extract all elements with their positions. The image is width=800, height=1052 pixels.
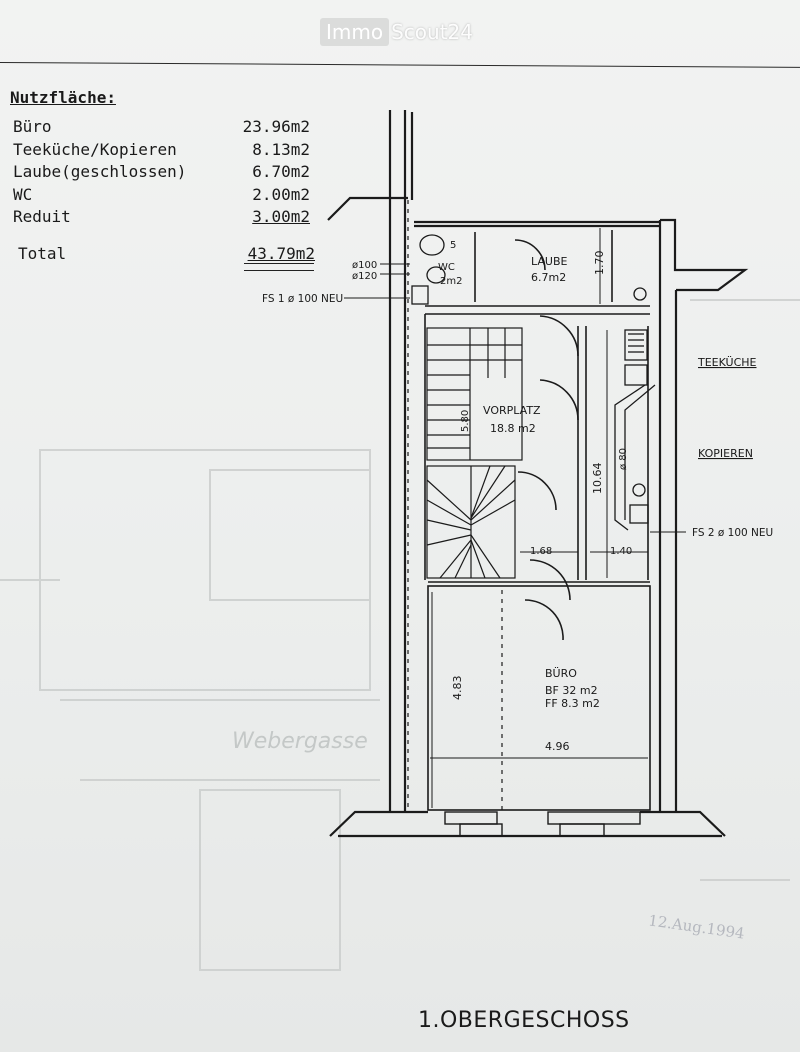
dimension-lines	[344, 228, 686, 808]
area-row-label: Reduit	[13, 207, 71, 226]
fs2-label: FS 2 ø 100 NEU	[692, 527, 773, 539]
kopieren-label: KOPIEREN	[698, 447, 753, 460]
wc-area: 2m2	[440, 276, 462, 287]
wc-fixtures	[411, 234, 446, 305]
total-double-underline	[244, 263, 314, 271]
laube-dimension: 1.70	[593, 251, 606, 276]
fs1-label: FS 1 ø 100 NEU	[262, 293, 343, 305]
ghost-street-name: Webergasse	[232, 729, 368, 754]
interior-walls	[424, 230, 651, 811]
dashed-guides	[407, 200, 503, 810]
area-total-label: Total	[18, 244, 67, 263]
ghost-backside-lines	[0, 299, 800, 971]
area-row: Laube(geschlossen) 6.70m2	[10, 162, 310, 185]
pipe-100-label: ø100	[352, 260, 377, 271]
staircase	[426, 327, 523, 579]
watermark-rest-text: Scout24	[391, 20, 474, 44]
wc-label: WC	[438, 262, 455, 273]
dim-496: 4.96	[545, 740, 570, 753]
pipe-80-label: ø 80	[618, 448, 629, 470]
area-row-label: Teeküche/Kopieren	[13, 139, 177, 159]
area-row: Teeküche/Kopieren 8.13m2	[10, 140, 310, 163]
buero-bf: BF 32 m2	[545, 684, 598, 697]
area-row-label: Laube(geschlossen)	[13, 162, 187, 181]
pipe-120-label: ø120	[352, 271, 377, 282]
area-row-label: Büro	[13, 117, 52, 136]
vorplatz-label: VORPLATZ	[483, 404, 541, 417]
area-table: Nutzfläche: Büro 23.96m2 Teeküche/Kopier…	[10, 88, 315, 271]
dim-168: 1.68	[530, 546, 552, 557]
area-row-value: 3.00m2	[252, 207, 310, 226]
depth-dimension: 10.64	[591, 463, 604, 495]
immoscout-watermark: Immo Scout24	[320, 18, 473, 46]
buero-label: BÜRO	[545, 667, 577, 680]
area-row-value: 2.00m2	[252, 184, 310, 204]
outer-walls	[327, 110, 749, 838]
buero-ff: FF 8.3 m2	[545, 697, 600, 710]
area-row: Büro 23.96m2	[10, 117, 310, 140]
area-row-label: WC	[13, 184, 33, 204]
area-row: WC 2.00m2	[10, 185, 310, 208]
dim-483: 4.83	[451, 676, 464, 701]
area-row-value: 23.96m2	[242, 117, 310, 136]
laube-label: LAUBE	[531, 255, 568, 268]
area-row-value: 8.13m2	[252, 139, 310, 159]
teekueche-label: TEEKÜCHE	[697, 356, 757, 369]
area-total-value: 43.79m2	[247, 244, 315, 263]
watermark-box-text: Immo	[320, 18, 390, 46]
dim-140: 1.40	[610, 546, 632, 557]
stair-dimension: 5.80	[460, 410, 471, 432]
area-total-row: Total 43.79m2	[15, 244, 315, 266]
kitchen-unit	[614, 287, 656, 531]
vorplatz-area: 18.8 m2	[490, 422, 536, 435]
window-openings	[444, 811, 641, 837]
wc-number: 5	[450, 240, 456, 251]
floor-caption: 1.OBERGESCHOSS	[418, 1008, 630, 1033]
area-row-value: 6.70m2	[252, 162, 310, 181]
laube-area: 6.7m2	[531, 271, 566, 284]
area-row: Reduit 3.00m2	[10, 207, 310, 230]
area-table-title: Nutzfläche:	[10, 88, 116, 107]
